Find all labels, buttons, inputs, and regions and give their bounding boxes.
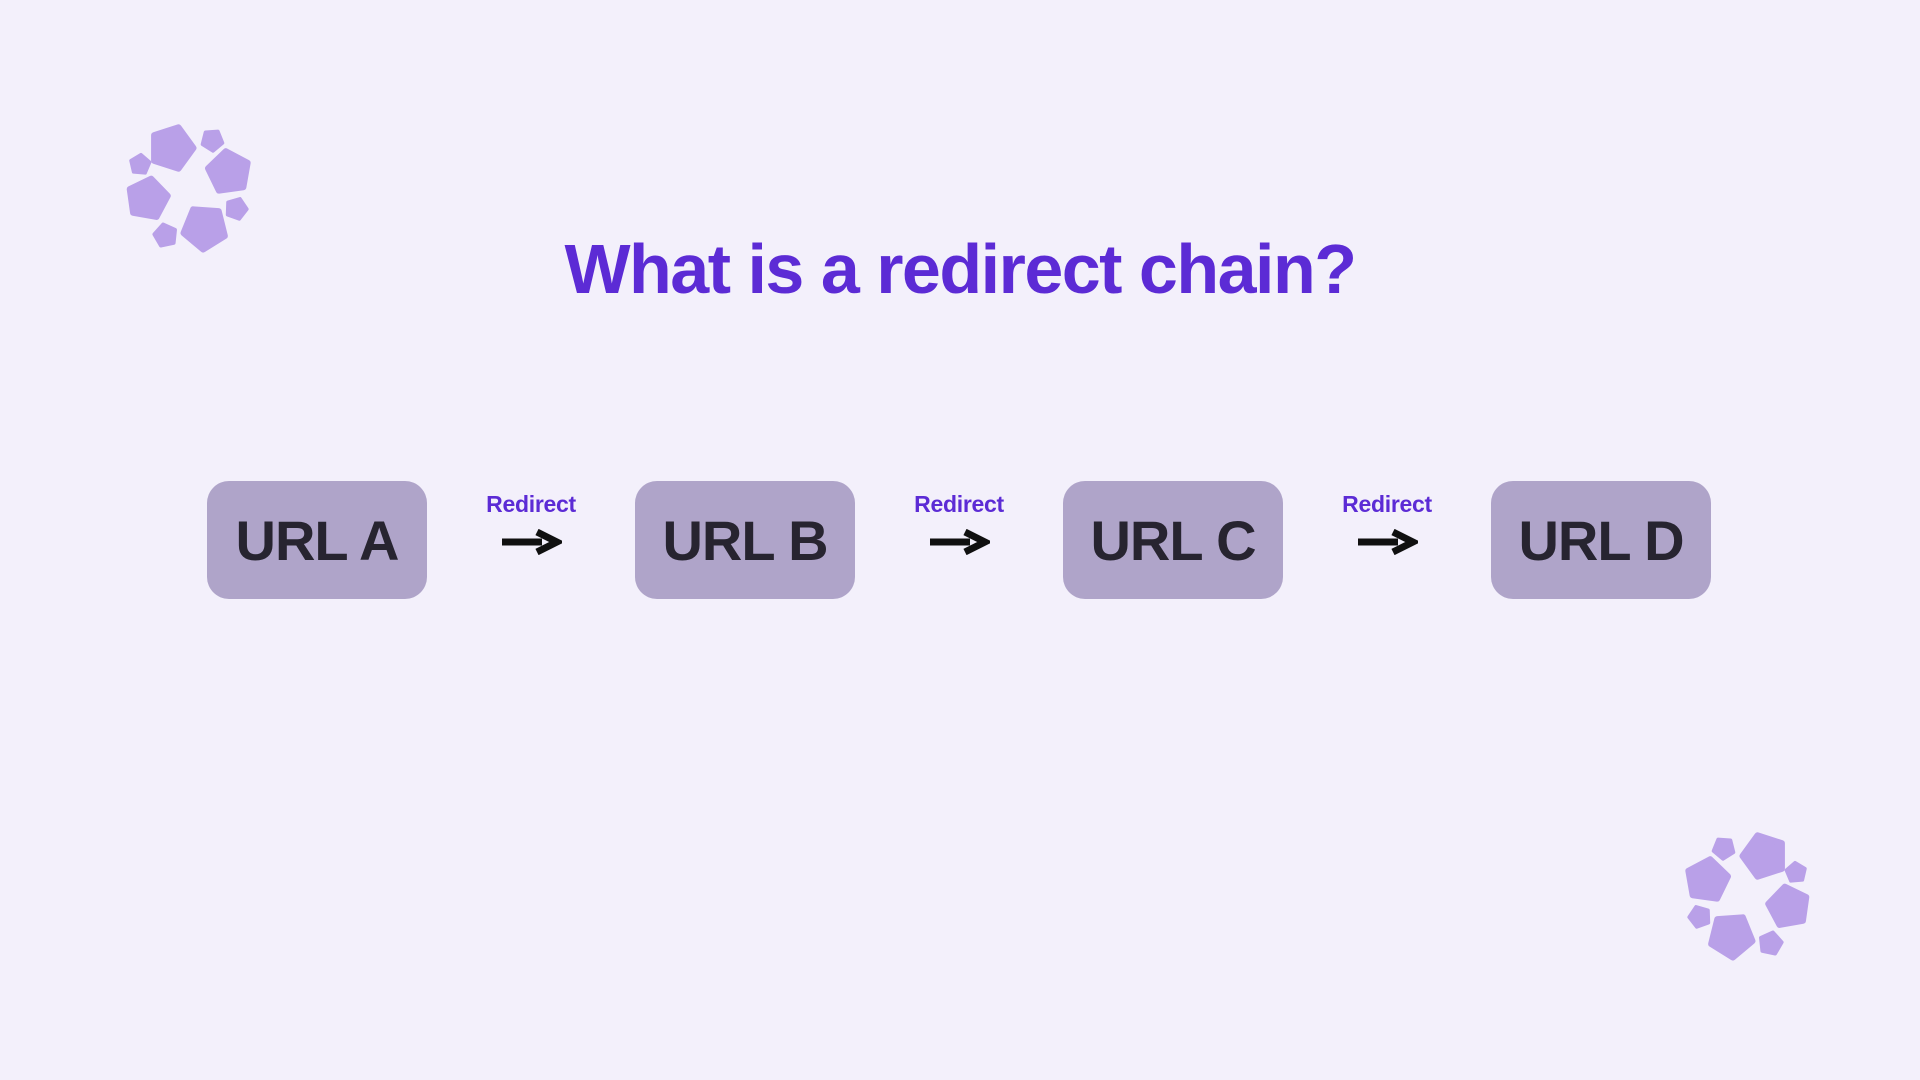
right-arrow-icon <box>930 529 990 555</box>
pentagon-cluster-logo <box>1668 818 1820 970</box>
redirect-label: Redirect <box>486 491 576 517</box>
redirect-chain-diagram: URL A Redirect URL B Redirect URL C Redi… <box>207 481 1711 599</box>
url-box-c: URL C <box>1063 481 1283 599</box>
redirect-connector: Redirect <box>427 491 635 555</box>
right-arrow-icon <box>1358 529 1418 555</box>
url-box-a: URL A <box>207 481 427 599</box>
url-box-d: URL D <box>1491 481 1711 599</box>
redirect-label: Redirect <box>914 491 1004 517</box>
redirect-connector: Redirect <box>1283 491 1491 555</box>
page-title: What is a redirect chain? <box>564 230 1357 308</box>
url-box-b: URL B <box>635 481 855 599</box>
url-box-label: URL D <box>1518 508 1684 572</box>
url-box-label: URL B <box>662 508 828 572</box>
redirect-connector: Redirect <box>855 491 1063 555</box>
redirect-label: Redirect <box>1342 491 1432 517</box>
url-box-label: URL C <box>1090 508 1256 572</box>
url-box-label: URL A <box>235 508 400 572</box>
right-arrow-icon <box>502 529 562 555</box>
